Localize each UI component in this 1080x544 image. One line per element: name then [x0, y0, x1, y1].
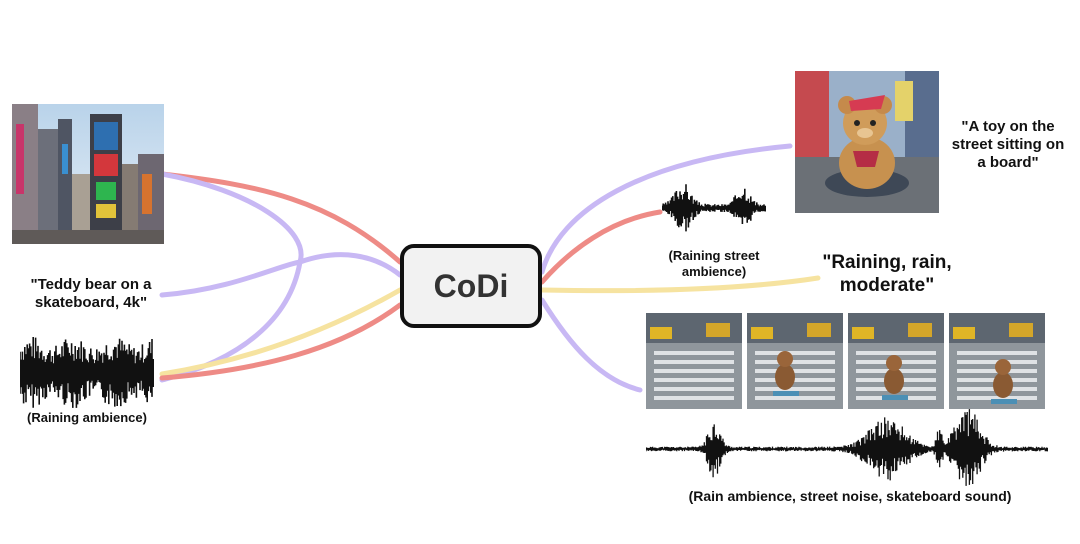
- link-codi-to-video-output: [539, 297, 643, 393]
- input-audio-waveform: [20, 334, 154, 410]
- city-street-image: [12, 104, 164, 244]
- codi-model-box: CoDi: [400, 244, 542, 328]
- video-frame: [646, 313, 742, 409]
- link-audio-to-codi: [159, 302, 403, 381]
- output-text: "Raining, rain, moderate": [822, 252, 952, 296]
- output-video-frames: [646, 313, 1048, 409]
- audio-waveform-icon: [662, 184, 766, 232]
- output-video-audio-waveform: [646, 408, 1048, 490]
- output-audio-label: (Raining street ambience): [668, 248, 760, 279]
- video-frame: [949, 313, 1045, 409]
- output-audio-waveform: [662, 180, 766, 236]
- teddy-output-image: [795, 71, 939, 213]
- output-image-caption: "A toy on the street sitting on a board": [951, 118, 1065, 171]
- output-video-audio-label: (Rain ambience, street noise, skateboard…: [688, 488, 1012, 504]
- link-codi-to-image-output: [539, 143, 793, 275]
- link-image-to-merge: [159, 171, 304, 265]
- link-codi-to-audio-output: [539, 209, 663, 285]
- teddy-bear-icon: [795, 71, 939, 213]
- video-frames-icon: [646, 313, 1045, 409]
- audio-waveform-icon: [646, 409, 1048, 486]
- link-codi-to-text-output: [539, 275, 821, 294]
- link-image-to-audio-branch: [159, 259, 303, 383]
- city-street-icon: [12, 104, 164, 244]
- video-frame: [747, 313, 843, 409]
- link-text-to-merge: [159, 259, 303, 298]
- link-image-to-codi: [159, 171, 403, 265]
- input-audio-label: (Raining ambience): [27, 410, 147, 425]
- video-frame: [848, 313, 944, 409]
- input-text-prompt: "Teddy bear on a skateboard, 4k": [30, 276, 152, 311]
- codi-label: CoDi: [433, 267, 509, 304]
- link-audio-text-yellow: [159, 287, 403, 377]
- audio-waveform-icon: [20, 337, 154, 408]
- link-merge-to-codi: [297, 252, 403, 278]
